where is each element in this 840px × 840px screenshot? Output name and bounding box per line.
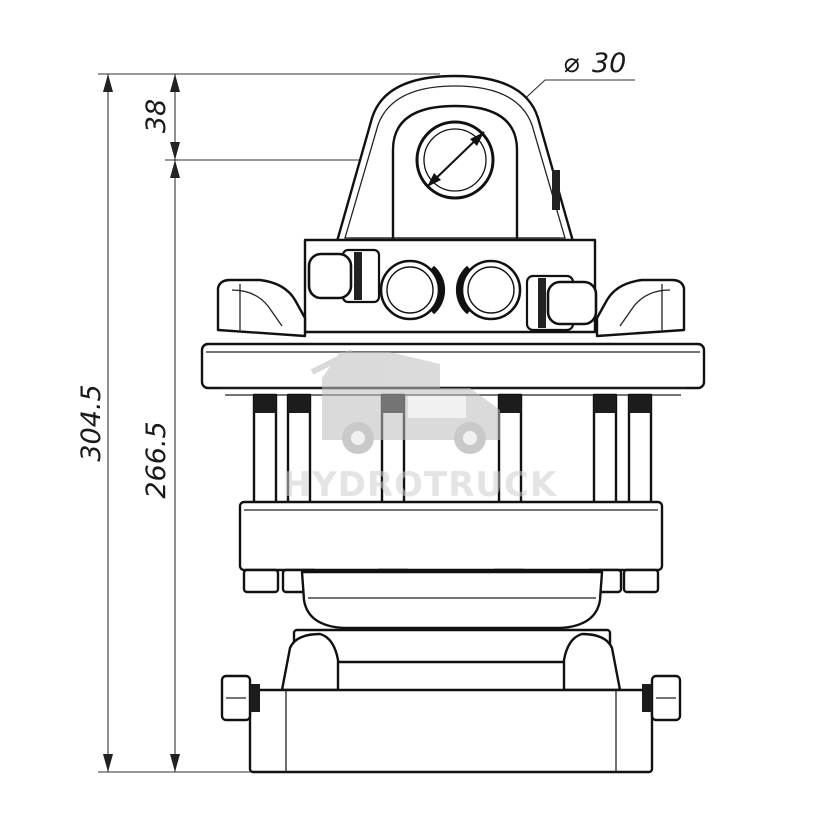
- watermark-brand: HYDROTRUCK: [283, 465, 558, 505]
- pin-diameter-label: 30: [592, 48, 626, 79]
- overall-height-label: 304.5: [76, 384, 107, 461]
- hose-ports: [303, 238, 598, 334]
- lower-height-label: 266.5: [141, 421, 172, 498]
- right-ear: [595, 278, 686, 338]
- rotor-neck: [300, 570, 604, 630]
- diameter-symbol: ⌀: [563, 48, 580, 79]
- hydrotruck-watermark: HYDROTRUCK: [283, 349, 558, 505]
- top-offset-label: 38: [141, 99, 172, 133]
- left-ear: [216, 278, 307, 338]
- tow-truck-icon: [310, 349, 500, 454]
- upper-flange: [200, 342, 706, 396]
- bottom-mount: [220, 628, 682, 774]
- pin-hole: [415, 120, 495, 200]
